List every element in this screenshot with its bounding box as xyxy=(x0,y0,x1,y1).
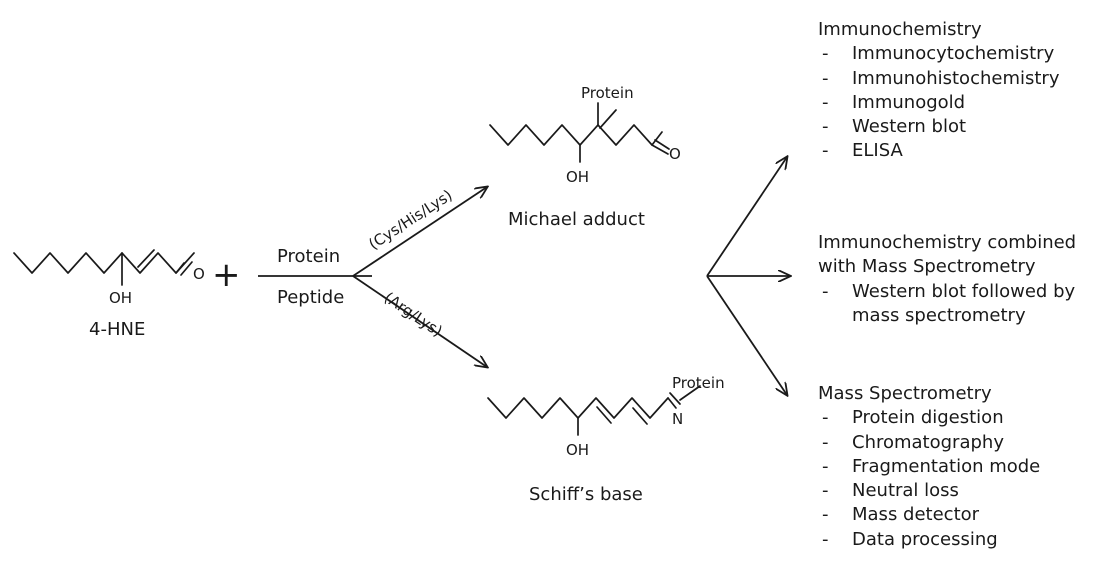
plus-sign: + xyxy=(212,255,241,295)
immunochemistry-panel: Immunochemistry -Immunocytochemistry -Im… xyxy=(818,18,1059,164)
list-item: -Data processing xyxy=(822,528,998,550)
michael-oh-label: OH xyxy=(566,168,589,186)
list-item: -Chromatography xyxy=(822,431,1004,453)
hne-structure: OH O 4-HNE xyxy=(13,249,205,340)
combined-heading-line-2: with Mass Spectrometry xyxy=(818,256,1036,278)
combined-panel: Immunochemistry combined with Mass Spect… xyxy=(818,231,1076,328)
upper-arrow-label: (Cys/His/Lys) xyxy=(365,186,455,253)
list-item: -Neutral loss xyxy=(822,480,959,502)
michael-adduct-label: Michael adduct xyxy=(508,209,645,230)
reagent-fork: Protein Peptide (Cys/His/Lys) (Arg/Lys) xyxy=(258,186,487,367)
combined-heading-line-1: Immunochemistry combined xyxy=(818,232,1077,253)
schiff-oh-label: OH xyxy=(566,441,589,459)
list-item: mass spectrometry xyxy=(852,304,1026,326)
schiff-base-label: Schiff’s base xyxy=(529,484,643,505)
mass-spectrometry-panel: Mass Spectrometry -Protein digestion -Ch… xyxy=(818,382,1040,552)
michael-o-label: O xyxy=(669,145,681,163)
reagent-bottom-label: Peptide xyxy=(277,287,344,308)
michael-substituent-label: Protein xyxy=(581,84,634,102)
mass-spectrometry-heading: Mass Spectrometry xyxy=(818,383,992,404)
arrow-to-immunochemistry xyxy=(706,157,787,277)
schiff-base-structure: N Protein OH Schiff’s base xyxy=(487,374,725,505)
schiff-substituent-label: Protein xyxy=(672,374,725,392)
immunochemistry-heading: Immunochemistry xyxy=(818,19,982,40)
lower-arrow-label: (Arg/Lys) xyxy=(381,288,446,340)
hne-oh-label: OH xyxy=(109,289,132,307)
upper-reaction-arrow xyxy=(352,187,487,277)
list-item: -Protein digestion xyxy=(822,407,1004,429)
michael-adduct-structure: Protein O OH Michael adduct xyxy=(489,84,681,230)
list-item: -Western blot xyxy=(822,116,967,138)
reactant-label: 4-HNE xyxy=(89,319,145,340)
arrow-to-mass-spectrometry xyxy=(706,275,787,395)
analysis-arrows xyxy=(706,157,790,395)
hne-o-label: O xyxy=(193,265,205,283)
list-item: -Immunogold xyxy=(822,91,966,113)
list-item: -ELISA xyxy=(822,140,903,162)
list-item: -Western blot followed by xyxy=(822,280,1076,302)
lower-reaction-arrow xyxy=(352,275,487,367)
reagent-top-label: Protein xyxy=(277,246,340,267)
list-item: -Immunocytochemistry xyxy=(822,43,1055,65)
list-item: -Immunohistochemistry xyxy=(822,67,1060,89)
schiff-n-label: N xyxy=(672,410,683,428)
list-item: -Mass detector xyxy=(822,504,980,526)
list-item: -Fragmentation mode xyxy=(822,455,1041,477)
